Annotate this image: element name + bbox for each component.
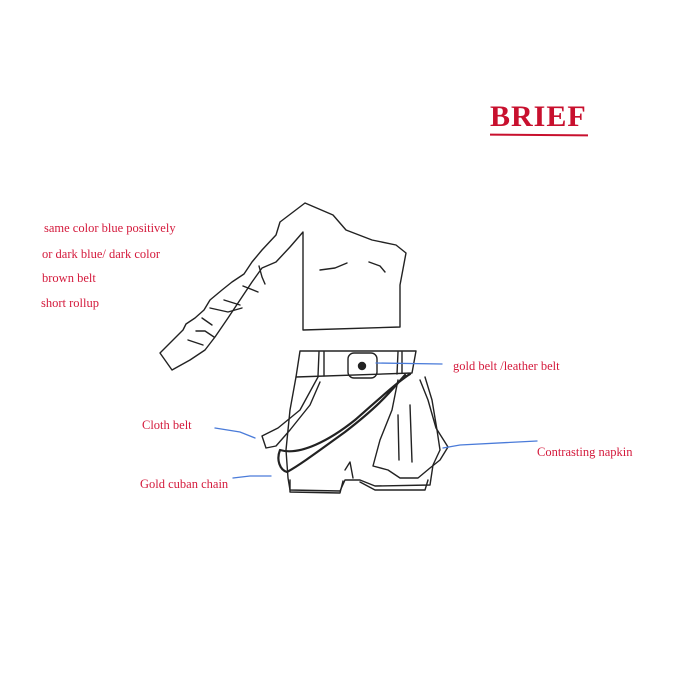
note-line-4: short rollup bbox=[41, 296, 99, 310]
cloth-belt-flap bbox=[261, 376, 321, 449]
label-gold-belt: gold belt /leather belt bbox=[453, 359, 560, 373]
leader-gold-belt bbox=[375, 362, 443, 365]
label-cloth-belt: Cloth belt bbox=[142, 418, 192, 432]
shorts-body bbox=[285, 376, 441, 492]
note-line-3: brown belt bbox=[42, 271, 96, 285]
note-line-1: same color blue positively bbox=[44, 221, 176, 235]
shorts-waistband bbox=[295, 350, 417, 378]
belt-buckle bbox=[347, 352, 378, 379]
top-outline bbox=[159, 202, 407, 371]
gold-cuban-chain bbox=[277, 372, 412, 474]
napkin-drape bbox=[372, 379, 449, 479]
note-line-2: or dark blue/ dark color bbox=[42, 247, 161, 261]
leader-cloth-belt bbox=[214, 427, 256, 439]
leader-napkin bbox=[442, 440, 538, 449]
label-contrasting-napkin: Contrasting napkin bbox=[537, 445, 633, 459]
label-gold-cuban-chain: Gold cuban chain bbox=[140, 477, 229, 491]
leader-cuban-chain bbox=[232, 475, 272, 479]
page-title: BRIEF bbox=[490, 100, 587, 133]
